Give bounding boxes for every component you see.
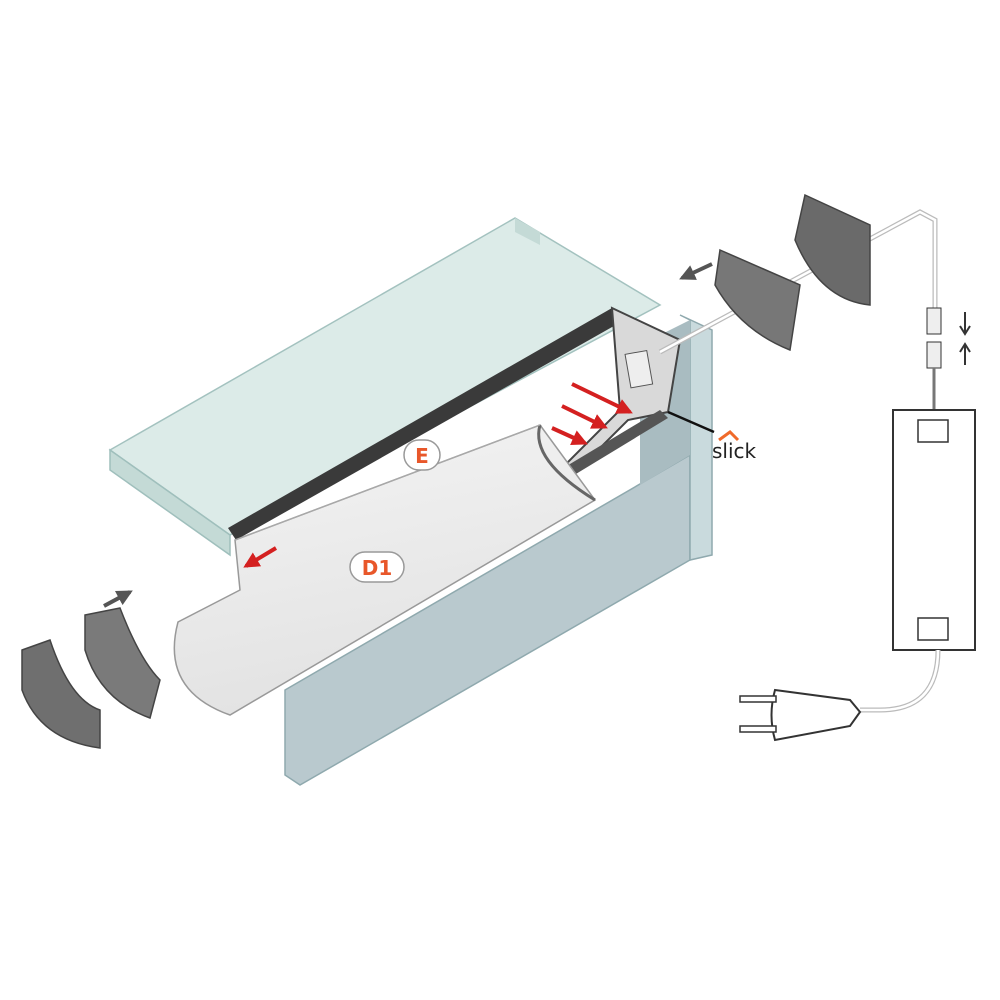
label-e-text: E [415, 444, 429, 468]
led-chip [624, 349, 654, 389]
slick-logo-icon [718, 430, 740, 442]
cable-connector [926, 307, 971, 410]
label-d1: D1 [349, 551, 405, 583]
end-cap [84, 607, 161, 719]
power-supply [860, 409, 976, 713]
slick-brand-text: slick [712, 439, 757, 463]
red-arrow-icon [561, 404, 608, 429]
profile-e [228, 306, 682, 540]
left-end-caps [21, 590, 161, 749]
insertion-arrows [243, 382, 633, 568]
label-d1-text: D1 [362, 556, 393, 580]
label-e: E [403, 439, 441, 471]
connect-arrows-icon [959, 325, 971, 353]
right-end-caps [658, 193, 938, 355]
end-cap [21, 639, 101, 749]
red-arrow-icon [551, 426, 588, 445]
end-cap [794, 193, 871, 306]
arrow-icon [103, 590, 133, 608]
red-arrow-icon [243, 546, 278, 568]
end-cap [714, 248, 801, 352]
power-plug [739, 688, 862, 742]
arrow-icon [679, 262, 713, 280]
glass-shelf [108, 217, 662, 557]
red-arrow-icon [571, 382, 633, 414]
slick-callout: slick [667, 410, 757, 463]
